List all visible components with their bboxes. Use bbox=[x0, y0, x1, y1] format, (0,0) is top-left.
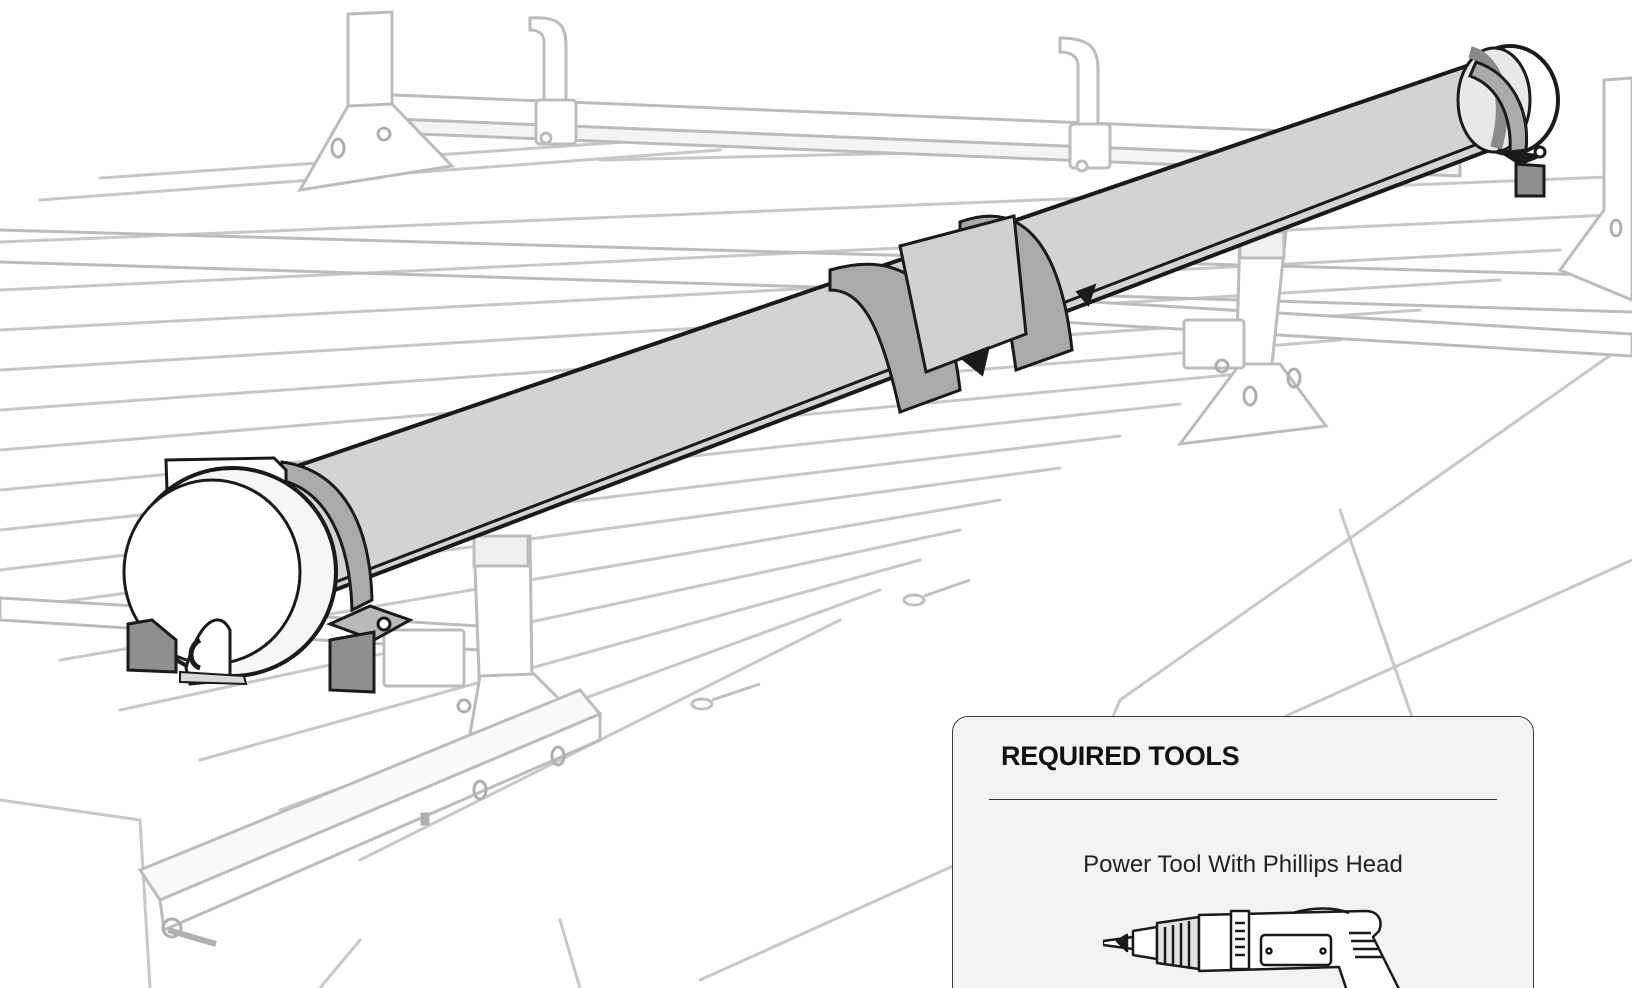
roof-rack bbox=[0, 10, 1632, 933]
mounting-clamps bbox=[278, 60, 1547, 642]
panel-divider bbox=[989, 799, 1497, 800]
mounting-brackets bbox=[126, 162, 1546, 694]
tool-name-power-tool: Power Tool With Phillips Head bbox=[1083, 851, 1403, 878]
cargo-tube bbox=[122, 44, 1560, 694]
center-coupler bbox=[828, 214, 1097, 415]
rack-holes bbox=[161, 126, 1623, 947]
end-cap-front bbox=[122, 456, 338, 686]
power-drill-icon bbox=[1103, 907, 1400, 988]
roof-slots bbox=[690, 578, 971, 711]
required-tools-title: REQUIRED TOOLS bbox=[1001, 741, 1240, 771]
required-tools-panel: REQUIRED TOOLS Power Tool With Phillips … bbox=[952, 716, 1534, 988]
